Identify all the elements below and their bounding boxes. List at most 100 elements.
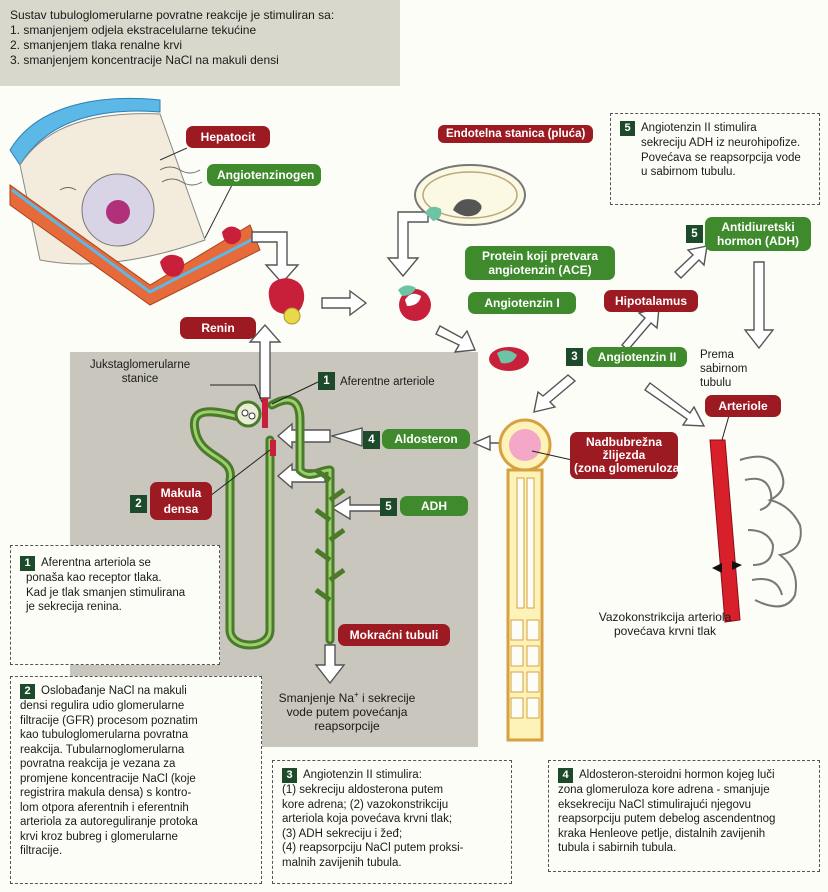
arrow-angII-to-hipo (622, 308, 659, 350)
note-3-line6: (4) reapsorpciju NaCl putem proksi- (282, 841, 502, 856)
label-smanjenje-line3: reapsorpcije (262, 719, 432, 733)
note-2-line12: filtracije. (20, 844, 252, 859)
label-jukstaglomerularne: Jukstaglomerularne stanice (60, 358, 220, 386)
arrow-liver-to-renin (252, 232, 298, 283)
note-2-line4: kao tubuloglomerularna povratna (20, 728, 252, 743)
note-2-line7: promjene koncentracije NaCl (koje (20, 772, 252, 787)
badge-2-makula: 2 (130, 495, 147, 513)
note-2-line2: densi regulira udio glomerularne (20, 699, 252, 714)
note-4-line4: reapsorpciju putem debelog ascendentnog (558, 812, 810, 827)
arrow-angII-to-arteriole (645, 383, 704, 426)
label-aferentne: Aferentne arteriole (340, 375, 435, 389)
note-3-badge: 3 (282, 768, 297, 783)
note-5-line2: sekreciju ADH iz neurohipofize. (620, 136, 810, 151)
arrow-adh-down (745, 262, 773, 348)
note-4-line6: tubula i sabirnih tubula. (558, 841, 810, 856)
note-4-line3: eksekreciju NaCl stimulirajući njegovu (558, 798, 810, 813)
note-3-line7: malnih zavijenih tubula. (282, 856, 502, 871)
label-aldosteron: Aldosteron (382, 429, 470, 449)
arteriole-illustration (710, 440, 801, 622)
note-2-line1: Oslobađanje NaCl na makuli (41, 685, 187, 697)
note-1-line1: Aferentna arteriola se (41, 557, 151, 569)
label-makula-line2: densa (154, 501, 208, 517)
note-2-line10: arteriola za autoreguliranje protoka (20, 815, 252, 830)
note-2-badge: 2 (20, 684, 35, 699)
label-smanjenje-line1a: Smanjenje Na (279, 691, 354, 705)
label-arteriole: Arteriole (705, 395, 781, 417)
label-ace: Protein koji pretvara angiotenzin (ACE) (465, 246, 615, 280)
label-mokracni-tubuli: Mokraćni tubuli (338, 624, 450, 646)
note-3-line2: (1) sekreciju aldosterona putem (282, 783, 502, 798)
label-angiotenzin-ii: Angiotenzin II (587, 347, 687, 367)
arrow-angI-to-angII (436, 326, 475, 352)
label-angiotenzin-i: Angiotenzin I (468, 292, 576, 314)
arrow-mokracni-down (316, 645, 344, 683)
juxtaglomerular-cells (262, 398, 268, 428)
note-2-line11: krvi kroz bubreg i glomerularne (20, 830, 252, 845)
label-angiotenzinogen: Angiotenzinogen (207, 164, 321, 186)
badge-3-angII: 3 (566, 348, 583, 366)
note-4-line1: Aldosteron-steroidni hormon kojeg luči (579, 769, 775, 781)
label-adh-full: Antidiuretski hormon (ADH) (705, 217, 811, 251)
note-5-line1: Angiotenzin II stimulira (641, 122, 757, 134)
badge-4-aldosteron: 4 (363, 431, 380, 449)
note-2-line5: reakcija. Tubularnoglomerularna (20, 743, 252, 758)
label-renin: Renin (180, 317, 256, 339)
note-4-line5: kraka Henleove petlje, distalnih zavijen… (558, 827, 810, 842)
label-vazokon-line2: povećava krvni tlak (570, 624, 760, 638)
label-prema-sabirnom: Prema sabirnom tubulu (700, 348, 780, 390)
note-4-line2: zona glomeruloza kore adrena - smanjuje (558, 783, 810, 798)
note-3-line4: arteriola koja povećava krvni tlak; (282, 812, 502, 827)
label-adh-full-line2: hormon (ADH) (711, 234, 805, 248)
note-5-badge: 5 (620, 121, 635, 136)
note-5-line3: Povećava se reapsorpcija vode (620, 151, 810, 166)
note-2: 2 Oslobađanje NaCl na makuli densi reguli… (10, 676, 262, 884)
badge-5-adh: 5 (380, 498, 397, 516)
label-ace-line2: angiotenzin (ACE) (471, 263, 609, 277)
label-vazokon-line1: Vazokonstrikcija arteriola (570, 610, 760, 624)
arrow-hipo-to-adh (675, 246, 707, 278)
label-adh: ADH (400, 496, 468, 516)
label-ace-line1: Protein koji pretvara (471, 249, 609, 263)
label-hepatocit: Hepatocit (186, 126, 270, 148)
label-prema-line1: Prema sabirnom (700, 348, 780, 376)
macula-densa-mark (270, 440, 276, 456)
label-adh-full-line1: Antidiuretski (711, 220, 805, 234)
label-hipotalamus: Hipotalamus (604, 290, 698, 312)
adrenal-gland (500, 420, 550, 740)
label-jukst-line1: Jukstaglomerularne (60, 358, 220, 372)
note-5-line4: u sabirnom tubulu. (620, 165, 810, 180)
label-smanjenje-line1: Smanjenje Na+ i sekrecije (262, 688, 432, 705)
label-jukst-line2: stanice (60, 372, 220, 386)
label-endotelna: Endotelna stanica (pluća) (438, 125, 593, 143)
badge-5-adh-top: 5 (686, 225, 703, 243)
label-smanjenje-line2: vode putem povećanja (262, 705, 432, 719)
note-3: 3 Angiotenzin II stimulira: (1) sekreciju… (272, 760, 512, 884)
note-1-badge: 1 (20, 556, 35, 571)
note-2-line6: povratna reakcija je vezana za (20, 757, 252, 772)
label-smanjenje: Smanjenje Na+ i sekrecije vode putem pov… (262, 688, 432, 733)
note-3-line5: (3) ADH sekreciju i žeđ; (282, 827, 502, 842)
endothelial-cell (415, 165, 525, 225)
note-3-line1: Angiotenzin II stimulira: (303, 769, 422, 781)
note-1-line4: je sekrecija renina. (20, 600, 210, 615)
note-4-badge: 4 (558, 768, 573, 783)
label-makula-densa: Makula densa (150, 482, 212, 520)
label-nadbubrezna: Nadbubrežna žlijezda (zona glomeruloza) (570, 432, 678, 479)
arrow-angII-to-adrenal (534, 375, 575, 412)
label-prema-line2: tubulu (700, 376, 780, 390)
renin-molecule (269, 278, 304, 324)
note-1-line3: Kad je tlak smanjen stimulirana (20, 586, 210, 601)
label-smanjenje-line1b: i sekrecije (359, 691, 416, 705)
arrow-renin-to-angI (322, 291, 366, 315)
label-makula-line1: Makula (154, 485, 208, 501)
angiotensin-ii-molecule (489, 347, 529, 371)
badge-1-aferentne: 1 (318, 372, 335, 390)
label-vazokonstrikcija: Vazokonstrikcija arteriola povećava krvn… (570, 610, 760, 638)
label-nadbubrezna-line3: (zona glomeruloza) (574, 462, 674, 475)
note-2-line8: registrira makula densa) s kontro- (20, 786, 252, 801)
note-2-line9: lom otpora aferentnih i eferentnih (20, 801, 252, 816)
note-3-line3: kore adrena; (2) vazokonstrikciju (282, 798, 502, 813)
